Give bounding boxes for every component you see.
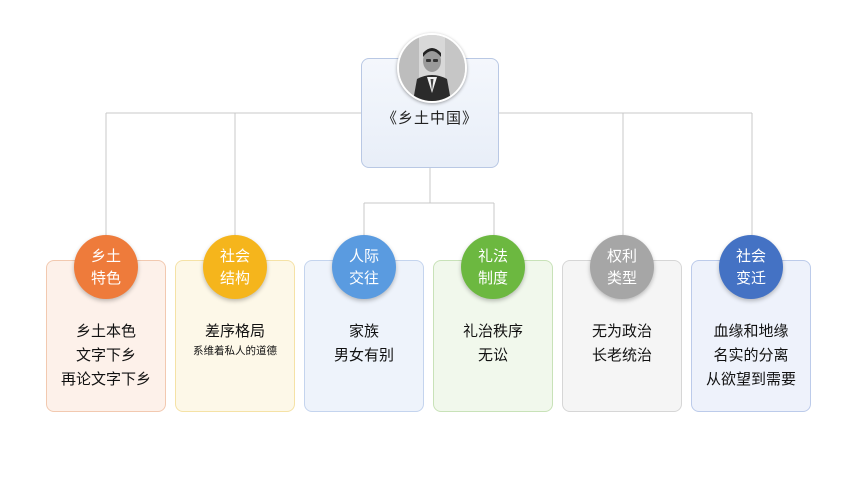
category-item: 无讼	[477, 346, 508, 364]
category-item: 无为政治	[591, 322, 652, 340]
category-items: 礼治秩序无讼	[434, 319, 552, 367]
category-items: 家族男女有别	[305, 319, 423, 367]
author-portrait	[397, 33, 467, 103]
category-item: 血缘和地缘	[713, 322, 789, 340]
category-item: 男女有别	[333, 346, 394, 364]
category-items: 乡土本色文字下乡再论文字下乡	[47, 319, 165, 391]
badge-label-line1: 社会	[219, 247, 250, 265]
category-badge-3: 人际交往	[332, 235, 396, 299]
category-card-4: 礼治秩序无讼	[433, 260, 553, 412]
badge-label-line2: 结构	[219, 269, 250, 287]
badge-label-line2: 特色	[90, 269, 121, 287]
category-item: 礼治秩序	[462, 322, 523, 340]
category-badge-1: 乡土特色	[74, 235, 138, 299]
badge-label-line1: 礼法	[477, 247, 508, 265]
category-item: 名实的分离	[713, 346, 789, 364]
portrait-image	[399, 35, 465, 101]
badge-label-line2: 变迁	[735, 269, 766, 287]
badge-label-line2: 制度	[477, 269, 508, 287]
category-item: 差序格局	[204, 322, 265, 340]
category-items: 无为政治长老统治	[563, 319, 681, 367]
category-items: 差序格局系维着私人的道德	[176, 319, 294, 359]
category-item: 家族	[348, 322, 379, 340]
category-item: 再论文字下乡	[60, 370, 151, 388]
badge-label-line1: 乡土	[90, 247, 121, 265]
category-items: 血缘和地缘名实的分离从欲望到需要	[692, 319, 810, 391]
category-item: 文字下乡	[75, 346, 136, 364]
category-badge-5: 权利类型	[590, 235, 654, 299]
badge-label-line1: 人际	[348, 247, 379, 265]
category-badge-6: 社会变迁	[719, 235, 783, 299]
category-item: 系维着私人的道德	[193, 345, 277, 357]
category-item: 乡土本色	[75, 322, 136, 340]
badge-label-line2: 交往	[348, 269, 379, 287]
badge-label-line1: 社会	[735, 247, 766, 265]
category-badge-2: 社会结构	[203, 235, 267, 299]
category-badge-4: 礼法制度	[461, 235, 525, 299]
category-item: 从欲望到需要	[705, 370, 796, 388]
badge-label-line2: 类型	[606, 269, 637, 287]
category-item: 长老统治	[591, 346, 652, 364]
badge-label-line1: 权利	[606, 247, 637, 265]
root-title: 《乡土中国》	[381, 109, 478, 127]
